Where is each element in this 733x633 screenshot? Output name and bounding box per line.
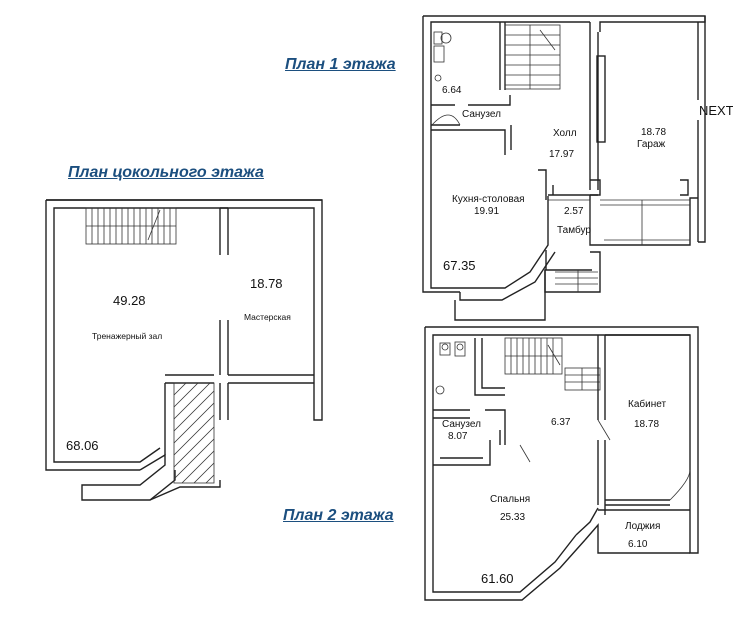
- basement-stair-treads: [86, 208, 176, 244]
- f1-kitchen-name: Кухня-столовая: [452, 194, 525, 205]
- f1-hall-name: Холл: [553, 128, 577, 139]
- workshop-area: 18.78: [250, 276, 283, 291]
- f1-kitchen-area: 19.91: [474, 206, 499, 217]
- floor2-walls: [424, 326, 699, 601]
- f2-loggia-area: 6.10: [628, 539, 648, 550]
- f1-wc-name: Санузел: [462, 109, 501, 120]
- basement-title: План цокольного этажа: [68, 164, 264, 181]
- f1-garage-name: Гараж: [637, 139, 666, 150]
- basement-hatched-ramp: [173, 382, 215, 484]
- f2-bedroom-name: Спальня: [490, 494, 530, 505]
- f1-vestibule-name: Тамбур: [557, 224, 591, 236]
- f1-hall-area: 17.97: [549, 149, 574, 160]
- f1-vestibule-area: 2.57: [564, 206, 584, 217]
- f2-bedroom-area: 25.33: [500, 512, 525, 523]
- floor1-title: План 1 этажа: [285, 56, 396, 73]
- f1-total: 67.35: [443, 258, 476, 273]
- f2-hall-area: 6.37: [551, 417, 571, 428]
- basement-walls: [45, 199, 323, 501]
- next-link[interactable]: NEXT: [699, 103, 733, 118]
- f2-total: 61.60: [481, 571, 514, 586]
- f2-wc-name: Санузел: [442, 419, 481, 430]
- gym-area: 49.28: [113, 293, 146, 308]
- f2-wc-area: 8.07: [448, 431, 468, 442]
- basement-total: 68.06: [66, 438, 99, 453]
- f2-loggia-name: Лоджия: [625, 521, 660, 532]
- f1-garage-area: 18.78: [641, 127, 666, 138]
- f1-wc-area: 6.64: [442, 85, 462, 96]
- f2-study-name: Кабинет: [628, 398, 666, 410]
- gym-name: Тренажерный зал: [92, 331, 162, 341]
- floor2-title: План 2 этажа: [283, 507, 394, 524]
- f2-study-area: 18.78: [634, 419, 659, 430]
- workshop-name: Мастерская: [244, 312, 291, 322]
- floor1-walls: [422, 15, 706, 321]
